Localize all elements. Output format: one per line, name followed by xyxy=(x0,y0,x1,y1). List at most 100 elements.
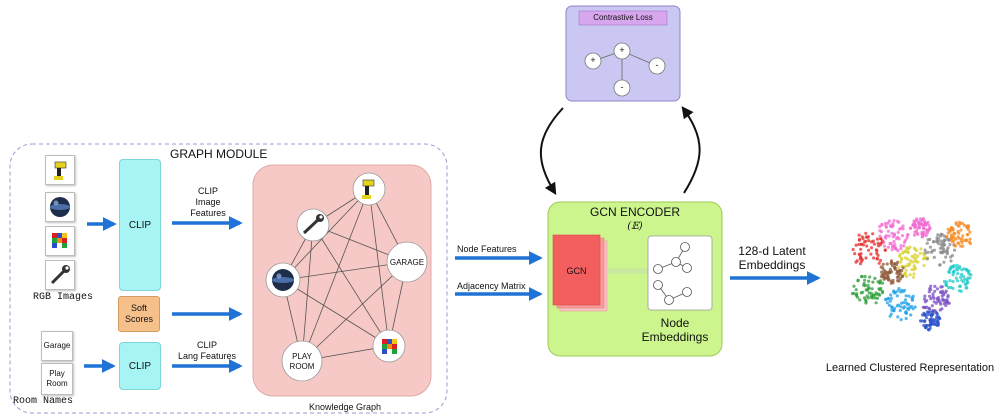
latent-embeddings-label: 128-d Latent Embeddings xyxy=(738,244,806,272)
cluster-point xyxy=(928,245,933,249)
cluster-point xyxy=(932,255,936,259)
cluster-point xyxy=(948,242,952,247)
cluster-point xyxy=(933,284,937,288)
cluster-point xyxy=(955,263,959,267)
cluster-point xyxy=(923,313,928,317)
cluster-point xyxy=(957,266,962,270)
cluster-point xyxy=(900,275,904,279)
cluster-point xyxy=(853,252,857,256)
cluster-point xyxy=(956,235,960,239)
cluster-point xyxy=(865,244,869,248)
cluster-point xyxy=(881,262,885,266)
cluster-point xyxy=(888,267,893,271)
cluster-point xyxy=(896,260,900,264)
cluster-point xyxy=(864,298,868,302)
kg-node-wrench xyxy=(296,208,330,242)
cluster-point xyxy=(935,236,939,240)
cluster-point xyxy=(907,294,911,298)
cluster-point xyxy=(899,260,903,264)
cluster-point xyxy=(866,296,870,300)
cluster-point xyxy=(878,258,883,263)
cluster-point xyxy=(902,301,906,305)
cluster-point xyxy=(899,244,903,248)
cluster-point xyxy=(900,258,904,262)
cluster-point xyxy=(879,265,883,269)
cluster-point xyxy=(883,221,888,226)
clip-image-encoder: CLIP xyxy=(119,159,161,291)
cluster-point xyxy=(936,233,940,237)
cluster-point xyxy=(902,244,906,248)
room-names-label: Room Names xyxy=(12,396,73,407)
cluster-point xyxy=(898,253,902,257)
cluster-point xyxy=(922,226,926,230)
cluster-point xyxy=(886,245,891,249)
cluster-point xyxy=(960,221,965,225)
cluster-point xyxy=(942,234,946,238)
cluster-point xyxy=(954,276,959,280)
cluster-point xyxy=(890,264,895,268)
cluster-point xyxy=(876,241,880,245)
cluster-point xyxy=(893,267,897,271)
cluster-point xyxy=(920,313,925,317)
cluster-point xyxy=(938,263,942,267)
cluster-point xyxy=(935,311,939,315)
cluster-point xyxy=(864,231,868,235)
cluster-point xyxy=(879,237,883,241)
cluster-point xyxy=(892,239,896,244)
cluster-point xyxy=(928,226,932,230)
cluster-point xyxy=(960,268,964,272)
kg-node-playroom-label: PLAY ROOM xyxy=(289,352,315,371)
cluster-point xyxy=(925,231,929,235)
contrastive-loss-title: Contrastive Loss xyxy=(593,13,653,22)
cluster-point xyxy=(912,233,917,237)
cluster-point xyxy=(936,239,940,243)
cluster-point xyxy=(957,220,962,224)
cluster-point xyxy=(889,281,894,285)
clip-lang-features-label: CLIP Lang Features xyxy=(177,340,237,361)
cluster-point xyxy=(874,301,878,305)
cluster-point xyxy=(851,247,855,252)
clip-image-features-label: CLIP Image Features xyxy=(190,186,226,218)
cluster-point xyxy=(885,262,889,266)
cluster-point xyxy=(948,279,952,283)
cluster-point xyxy=(951,273,955,277)
cluster-point xyxy=(909,313,913,317)
cluster-point xyxy=(903,272,908,276)
cluster-point xyxy=(924,234,928,238)
cluster-point xyxy=(951,279,955,284)
rgb-image-cube xyxy=(45,226,75,256)
cluster-point xyxy=(895,294,900,298)
cluster-point xyxy=(875,256,879,261)
cluster-point xyxy=(931,292,935,296)
cluster-point xyxy=(867,239,871,243)
clip-text-encoder: CLIP xyxy=(119,342,161,390)
cluster-point xyxy=(965,225,970,229)
cluster-point xyxy=(878,234,882,238)
knowledge-graph-caption: Knowledge Graph xyxy=(308,402,382,412)
cluster-point xyxy=(868,275,872,279)
cluster-point xyxy=(961,274,965,278)
cluster-point xyxy=(857,242,861,247)
cluster-point xyxy=(921,305,925,309)
cluster-point xyxy=(904,301,908,305)
clustered-representation xyxy=(850,217,973,332)
cluster-point xyxy=(913,247,918,252)
cluster-point xyxy=(929,297,933,301)
cluster-point xyxy=(901,224,905,228)
cluster-point xyxy=(953,248,957,252)
cluster-point xyxy=(906,250,910,255)
cluster-point xyxy=(887,234,891,238)
cluster-point xyxy=(959,275,963,279)
cluster-point xyxy=(887,270,892,274)
cluster-point xyxy=(871,293,876,297)
cluster-point xyxy=(964,286,968,290)
cluster-point xyxy=(923,300,927,304)
cluster-point xyxy=(928,294,932,298)
cluster-point xyxy=(883,248,887,252)
cluster-point xyxy=(872,256,876,260)
cluster-point xyxy=(968,237,972,241)
cluster-point xyxy=(860,274,864,279)
cluster-point xyxy=(926,228,930,233)
cluster-point xyxy=(945,235,949,239)
cluster-point xyxy=(925,305,929,309)
